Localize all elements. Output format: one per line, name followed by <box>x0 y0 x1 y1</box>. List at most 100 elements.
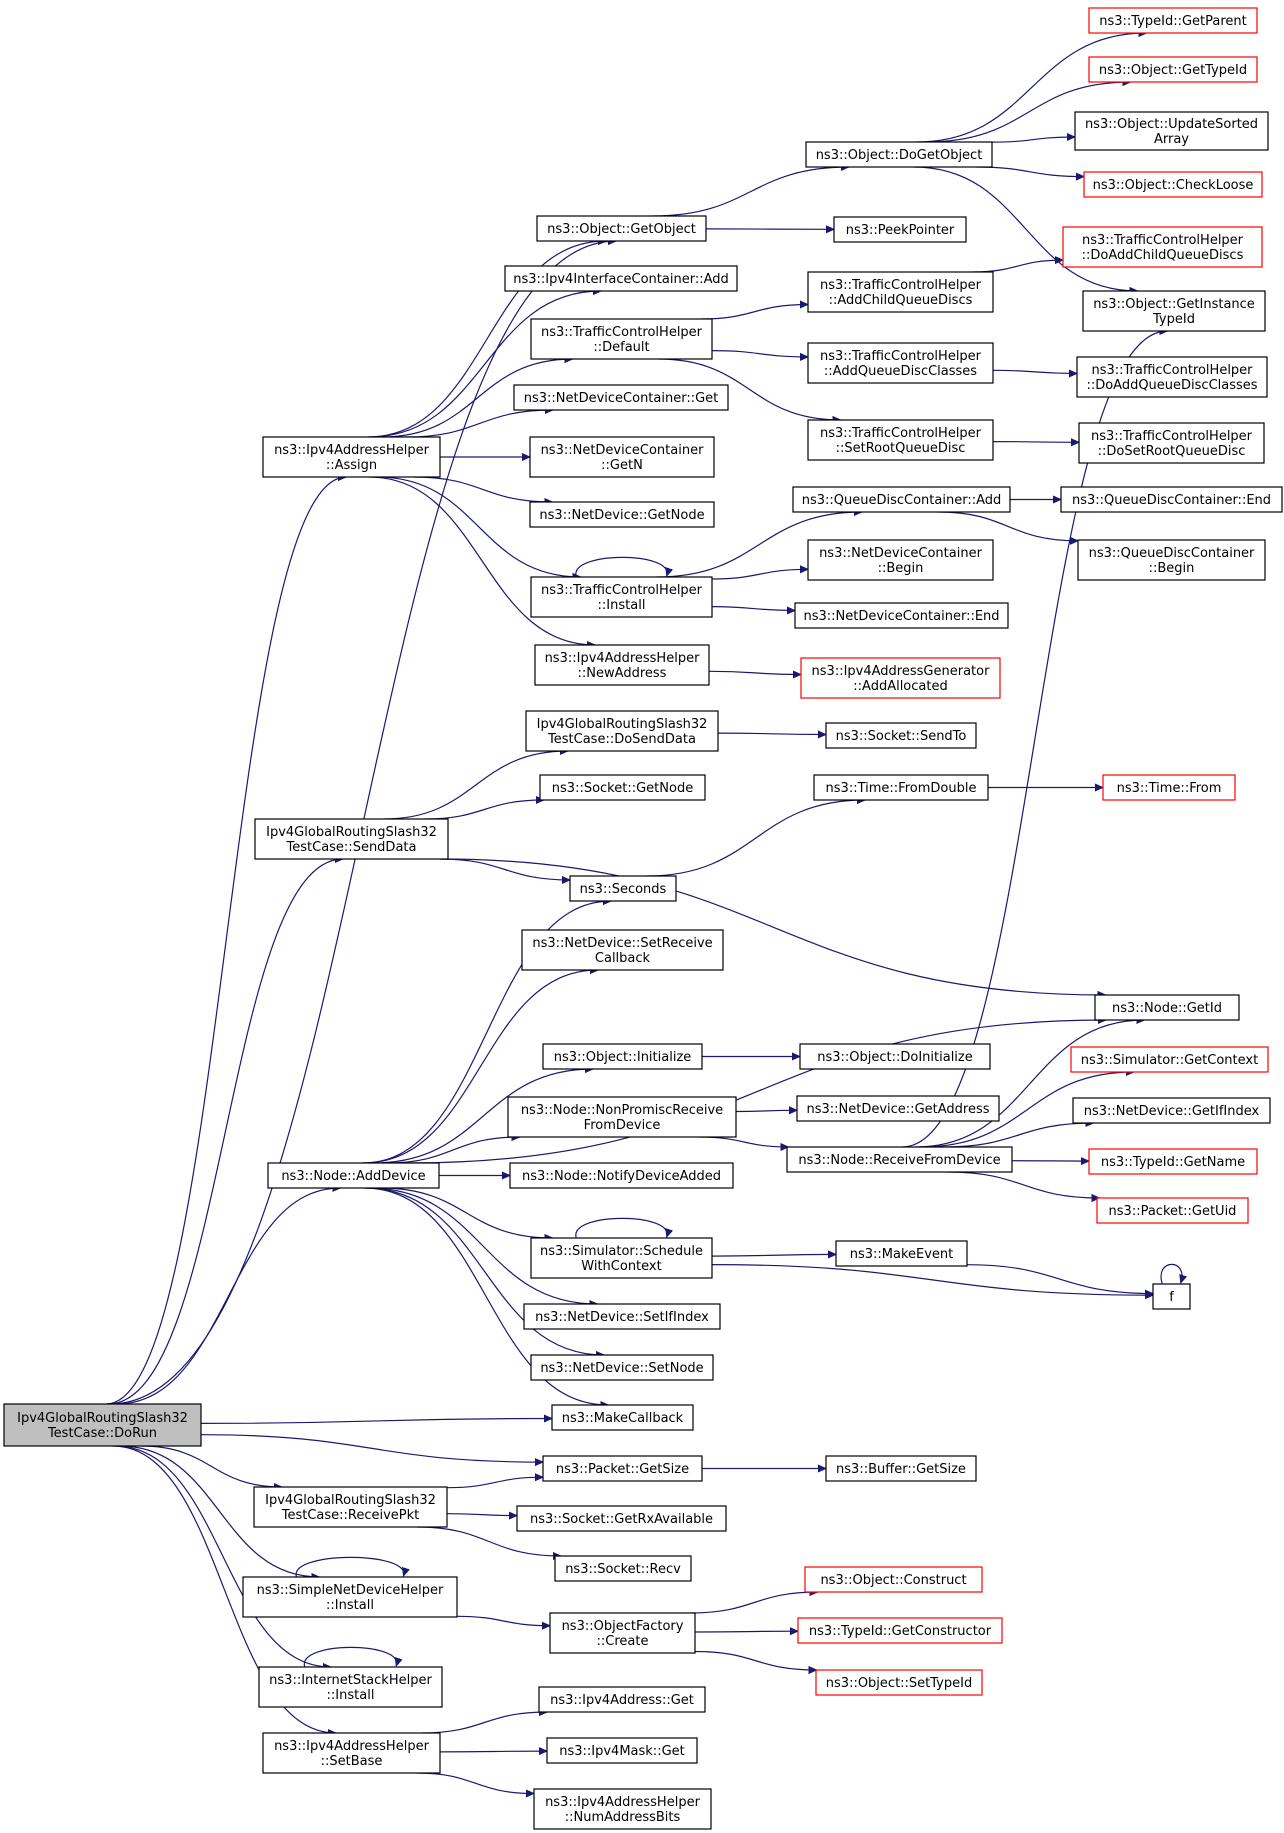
node-box[interactable] <box>529 501 715 528</box>
node-box[interactable] <box>516 1505 727 1532</box>
node-box[interactable] <box>1070 1046 1269 1073</box>
node-box[interactable] <box>1094 994 1240 1021</box>
node-tch_doaddchildqd[interactable]: ns3::TrafficControlHelper::DoAddChildQue… <box>1062 226 1263 268</box>
node-box[interactable] <box>786 1146 1013 1173</box>
node-ndc_begin[interactable]: ns3::NetDeviceContainer::Begin <box>807 539 994 581</box>
node-sndh_install[interactable]: ns3::SimpleNetDeviceHelper::Install <box>242 1576 458 1618</box>
node-obj_gettypeid[interactable]: ns3::Object::GetTypeId <box>1088 56 1258 83</box>
node-node_getid[interactable]: ns3::Node::GetId <box>1094 994 1240 1021</box>
node-box[interactable] <box>1083 171 1263 198</box>
node-makecallback[interactable]: ns3::MakeCallback <box>551 1404 694 1431</box>
node-box[interactable] <box>523 1303 721 1330</box>
node-box[interactable] <box>1078 422 1265 464</box>
node-nd_getifindex[interactable]: ns3::NetDevice::GetIfIndex <box>1072 1097 1271 1124</box>
node-objfactory_create[interactable]: ns3::ObjectFactory::Create <box>549 1612 696 1654</box>
node-box[interactable] <box>792 486 1011 513</box>
node-typeid_getconstructor[interactable]: ns3::TypeId::GetConstructor <box>797 1617 1003 1644</box>
node-obj_initialize[interactable]: ns3::Object::Initialize <box>542 1043 703 1070</box>
node-box[interactable] <box>530 1354 714 1381</box>
node-box[interactable] <box>530 318 713 360</box>
node-box[interactable] <box>1060 486 1283 513</box>
node-box[interactable] <box>549 1612 696 1654</box>
node-box[interactable] <box>796 1095 1000 1122</box>
node-box[interactable] <box>804 1566 983 1593</box>
node-box[interactable] <box>258 1666 443 1708</box>
node-tch_install[interactable]: ns3::TrafficControlHelper::Install <box>530 576 713 618</box>
node-f[interactable]: f <box>1152 1283 1191 1310</box>
node-box[interactable] <box>799 1043 991 1070</box>
node-box[interactable] <box>1077 539 1266 581</box>
node-obj_getobject[interactable]: ns3::Object::GetObject <box>536 215 707 242</box>
node-socket_sendto[interactable]: ns3::Socket::SendTo <box>825 722 977 749</box>
node-box[interactable] <box>507 1096 737 1138</box>
node-node_adddevice[interactable]: ns3::Node::AddDevice <box>267 1162 440 1189</box>
node-box[interactable] <box>530 576 713 618</box>
node-tc_receivepkt[interactable]: Ipv4GlobalRoutingSlash32TestCase::Receiv… <box>253 1486 448 1528</box>
node-box[interactable] <box>1076 356 1268 398</box>
node-box[interactable] <box>525 710 719 752</box>
node-ipv4ag_addallocated[interactable]: ns3::Ipv4AddressGenerator::AddAllocated <box>800 657 1001 699</box>
node-typeid_getname[interactable]: ns3::TypeId::GetName <box>1088 1148 1258 1175</box>
node-tch_addqdclasses[interactable]: ns3::TrafficControlHelper::AddQueueDiscC… <box>807 342 994 384</box>
node-ndc_end[interactable]: ns3::NetDeviceContainer::End <box>794 602 1009 629</box>
node-box[interactable] <box>534 644 710 686</box>
node-socket_getrxavailable[interactable]: ns3::Socket::GetRxAvailable <box>516 1505 727 1532</box>
node-sim_getcontext[interactable]: ns3::Simulator::GetContext <box>1070 1046 1269 1073</box>
node-ipv4ic_add[interactable]: ns3::Ipv4InterfaceContainer::Add <box>504 265 738 292</box>
node-box[interactable] <box>807 342 994 384</box>
node-box[interactable] <box>262 1732 441 1774</box>
node-box[interactable] <box>1088 7 1258 34</box>
node-box[interactable] <box>530 1237 713 1279</box>
node-obj_settypeid[interactable]: ns3::Object::SetTypeId <box>815 1669 983 1696</box>
node-box[interactable] <box>253 1486 448 1528</box>
node-obj_checkloose[interactable]: ns3::Object::CheckLoose <box>1083 171 1263 198</box>
node-tc_dosenddata[interactable]: Ipv4GlobalRoutingSlash32TestCase::DoSend… <box>525 710 719 752</box>
node-tch_setrootqd[interactable]: ns3::TrafficControlHelper::SetRootQueueD… <box>807 419 994 461</box>
node-makeevent[interactable]: ns3::MakeEvent <box>835 1240 968 1267</box>
node-box[interactable] <box>542 1043 703 1070</box>
node-box[interactable] <box>1096 1197 1249 1224</box>
node-box[interactable] <box>3 1403 202 1447</box>
node-box[interactable] <box>529 436 715 478</box>
node-box[interactable] <box>794 602 1009 629</box>
node-box[interactable] <box>807 419 994 461</box>
node-socket_recv[interactable]: ns3::Socket::Recv <box>554 1555 692 1582</box>
node-packet_getuid[interactable]: ns3::Packet::GetUid <box>1096 1197 1249 1224</box>
node-ipv4ah_newaddress[interactable]: ns3::Ipv4AddressHelper::NewAddress <box>534 644 710 686</box>
node-ipv4ah_assign[interactable]: ns3::Ipv4AddressHelper::Assign <box>262 436 441 478</box>
node-box[interactable] <box>835 1240 968 1267</box>
node-box[interactable] <box>539 774 706 801</box>
node-box[interactable] <box>797 1617 1003 1644</box>
node-box[interactable] <box>533 1788 712 1830</box>
node-obj_dogetobject[interactable]: ns3::Object::DoGetObject <box>805 141 993 168</box>
node-box[interactable] <box>267 1162 440 1189</box>
node-obj_doinitialize[interactable]: ns3::Object::DoInitialize <box>799 1043 991 1070</box>
node-nd_getnode[interactable]: ns3::NetDevice::GetNode <box>529 501 715 528</box>
node-box[interactable] <box>521 929 724 971</box>
node-box[interactable] <box>504 265 738 292</box>
node-obj_construct[interactable]: ns3::Object::Construct <box>804 1566 983 1593</box>
node-box[interactable] <box>833 216 967 243</box>
node-ndc_get[interactable]: ns3::NetDeviceContainer::Get <box>513 384 729 411</box>
node-nd_getaddress[interactable]: ns3::NetDevice::GetAddress <box>796 1095 1000 1122</box>
node-box[interactable] <box>546 1737 698 1764</box>
node-time_from[interactable]: ns3::Time::From <box>1102 774 1236 801</box>
node-box[interactable] <box>262 436 441 478</box>
node-tch_dosetrootqd[interactable]: ns3::TrafficControlHelper::DoSetRootQueu… <box>1078 422 1265 464</box>
node-node_receivefromdevice[interactable]: ns3::Node::ReceiveFromDevice <box>786 1146 1013 1173</box>
node-typeid_getparent[interactable]: ns3::TypeId::GetParent <box>1088 7 1258 34</box>
node-box[interactable] <box>254 818 449 860</box>
node-ipv4mask_get[interactable]: ns3::Ipv4Mask::Get <box>546 1737 698 1764</box>
node-box[interactable] <box>509 1162 734 1189</box>
node-node_notifydeviceadded[interactable]: ns3::Node::NotifyDeviceAdded <box>509 1162 734 1189</box>
node-time_fromdouble[interactable]: ns3::Time::FromDouble <box>813 774 989 801</box>
node-nd_setnode[interactable]: ns3::NetDevice::SetNode <box>530 1354 714 1381</box>
node-box[interactable] <box>542 1455 703 1482</box>
node-socket_getnode[interactable]: ns3::Socket::GetNode <box>539 774 706 801</box>
node-ndc_getn[interactable]: ns3::NetDeviceContainer::GetN <box>529 436 715 478</box>
